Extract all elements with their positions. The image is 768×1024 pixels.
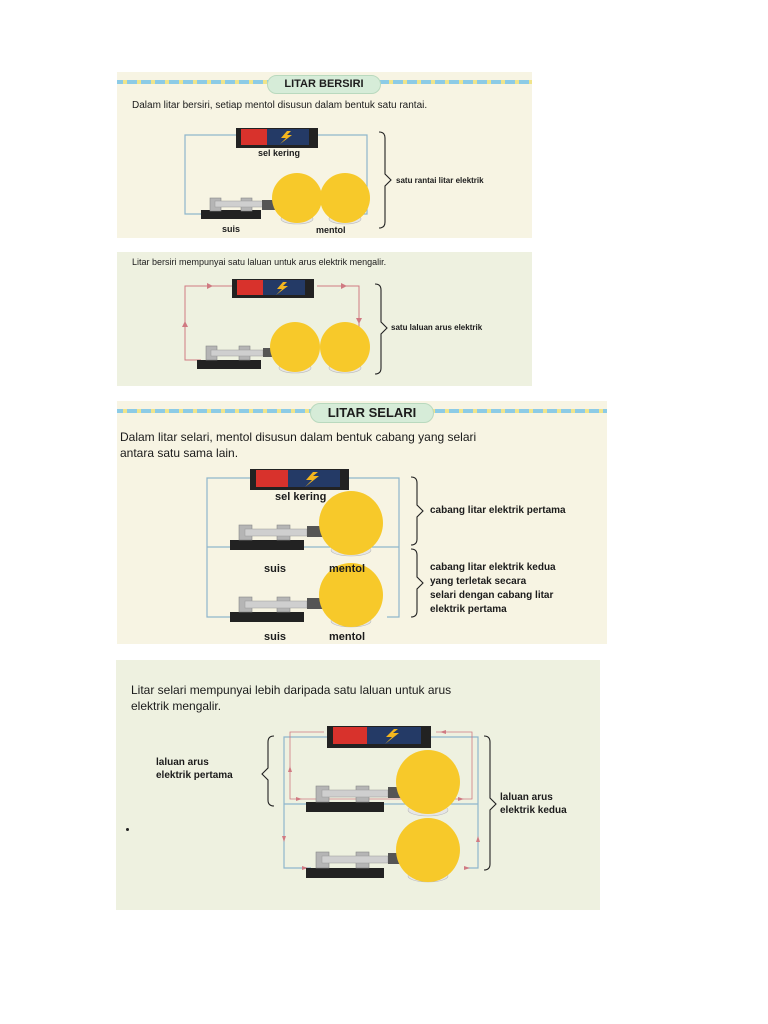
bulb-icon [320,173,370,225]
series-intro-text: Dalam litar bersiri, setiap mentol disus… [132,100,428,111]
bulb-label: mentol [329,631,366,643]
parallel-path-text-line2: elektrik mengalir. [131,699,222,713]
chain-label: satu rantai litar elektrik [396,176,484,185]
bulb-icon [263,322,320,374]
battery-icon [250,469,349,490]
switch-label: suis [222,224,241,234]
bulb-icon [307,491,383,557]
path1-label-line2: elektrik pertama [156,770,233,781]
bulb-label: mentol [316,225,346,235]
switch-label: suis [264,631,287,643]
bulb-label: mentol [329,563,366,575]
branch2-label-line2: yang terletak secara [430,576,527,587]
bulb-icon [388,750,460,817]
branch2-label-line4: elektrik pertama [430,604,507,615]
parallel-path-panel: Litar selari mempunyai lebih daripada sa… [116,660,600,910]
branch1-label: cabang litar elektrik pertama [430,505,566,516]
path2-label-line1: laluan arus [500,792,553,803]
cell-label: sel kering [275,491,327,503]
bulb-icon [262,173,322,225]
brace-icon [378,131,392,229]
parallel-path-text-line1: Litar selari mempunyai lebih daripada sa… [131,683,452,697]
section-title-series: LITAR BERSIRI [267,75,381,94]
parallel-circuit-panel: LITAR SELARI Dalam litar selari, mentol … [117,401,607,644]
series-path-diagram [182,279,388,375]
path1-label-line1: laluan arus [156,757,209,768]
brace-icon [410,476,424,546]
parallel-circuit-diagram [206,469,424,628]
section-title-parallel: LITAR SELARI [310,403,434,423]
switch-icon [230,596,308,622]
brace-icon [410,548,424,618]
series-circuit-panel: LITAR BERSIRI Dalam litar bersiri, setia… [117,72,532,238]
path2-label-line2: elektrik kedua [500,805,567,816]
switch-icon [201,197,264,219]
stray-dot [126,828,129,831]
series-path-panel: Litar bersiri mempunyai satu laluan untu… [117,252,532,386]
battery-icon [327,726,431,748]
branch2-label-line3: selari dengan cabang litar [430,590,554,601]
switch-icon [197,345,264,369]
series-circuit-diagram [184,128,392,229]
path-label: satu laluan arus elektrik [391,323,483,332]
series-path-text: Litar bersiri mempunyai satu laluan untu… [132,257,387,267]
parallel-intro-line2: antara satu sama lain. [120,446,239,460]
parallel-intro-line1: Dalam litar selari, mentol disusun dalam… [120,430,477,444]
parallel-path-diagram [261,726,497,883]
brace-icon [374,283,388,375]
switch-icon [306,851,389,878]
battery-icon [232,279,314,298]
bulb-icon [320,322,370,374]
switch-label: suis [264,563,287,575]
bulb-icon [307,563,383,628]
brace-icon [261,735,275,807]
switch-icon [230,524,308,550]
bulb-icon [388,818,460,883]
branch2-label-line1: cabang litar elektrik kedua [430,562,556,573]
battery-icon [236,128,318,148]
brace-icon [483,735,497,871]
cell-label: sel kering [258,148,301,158]
